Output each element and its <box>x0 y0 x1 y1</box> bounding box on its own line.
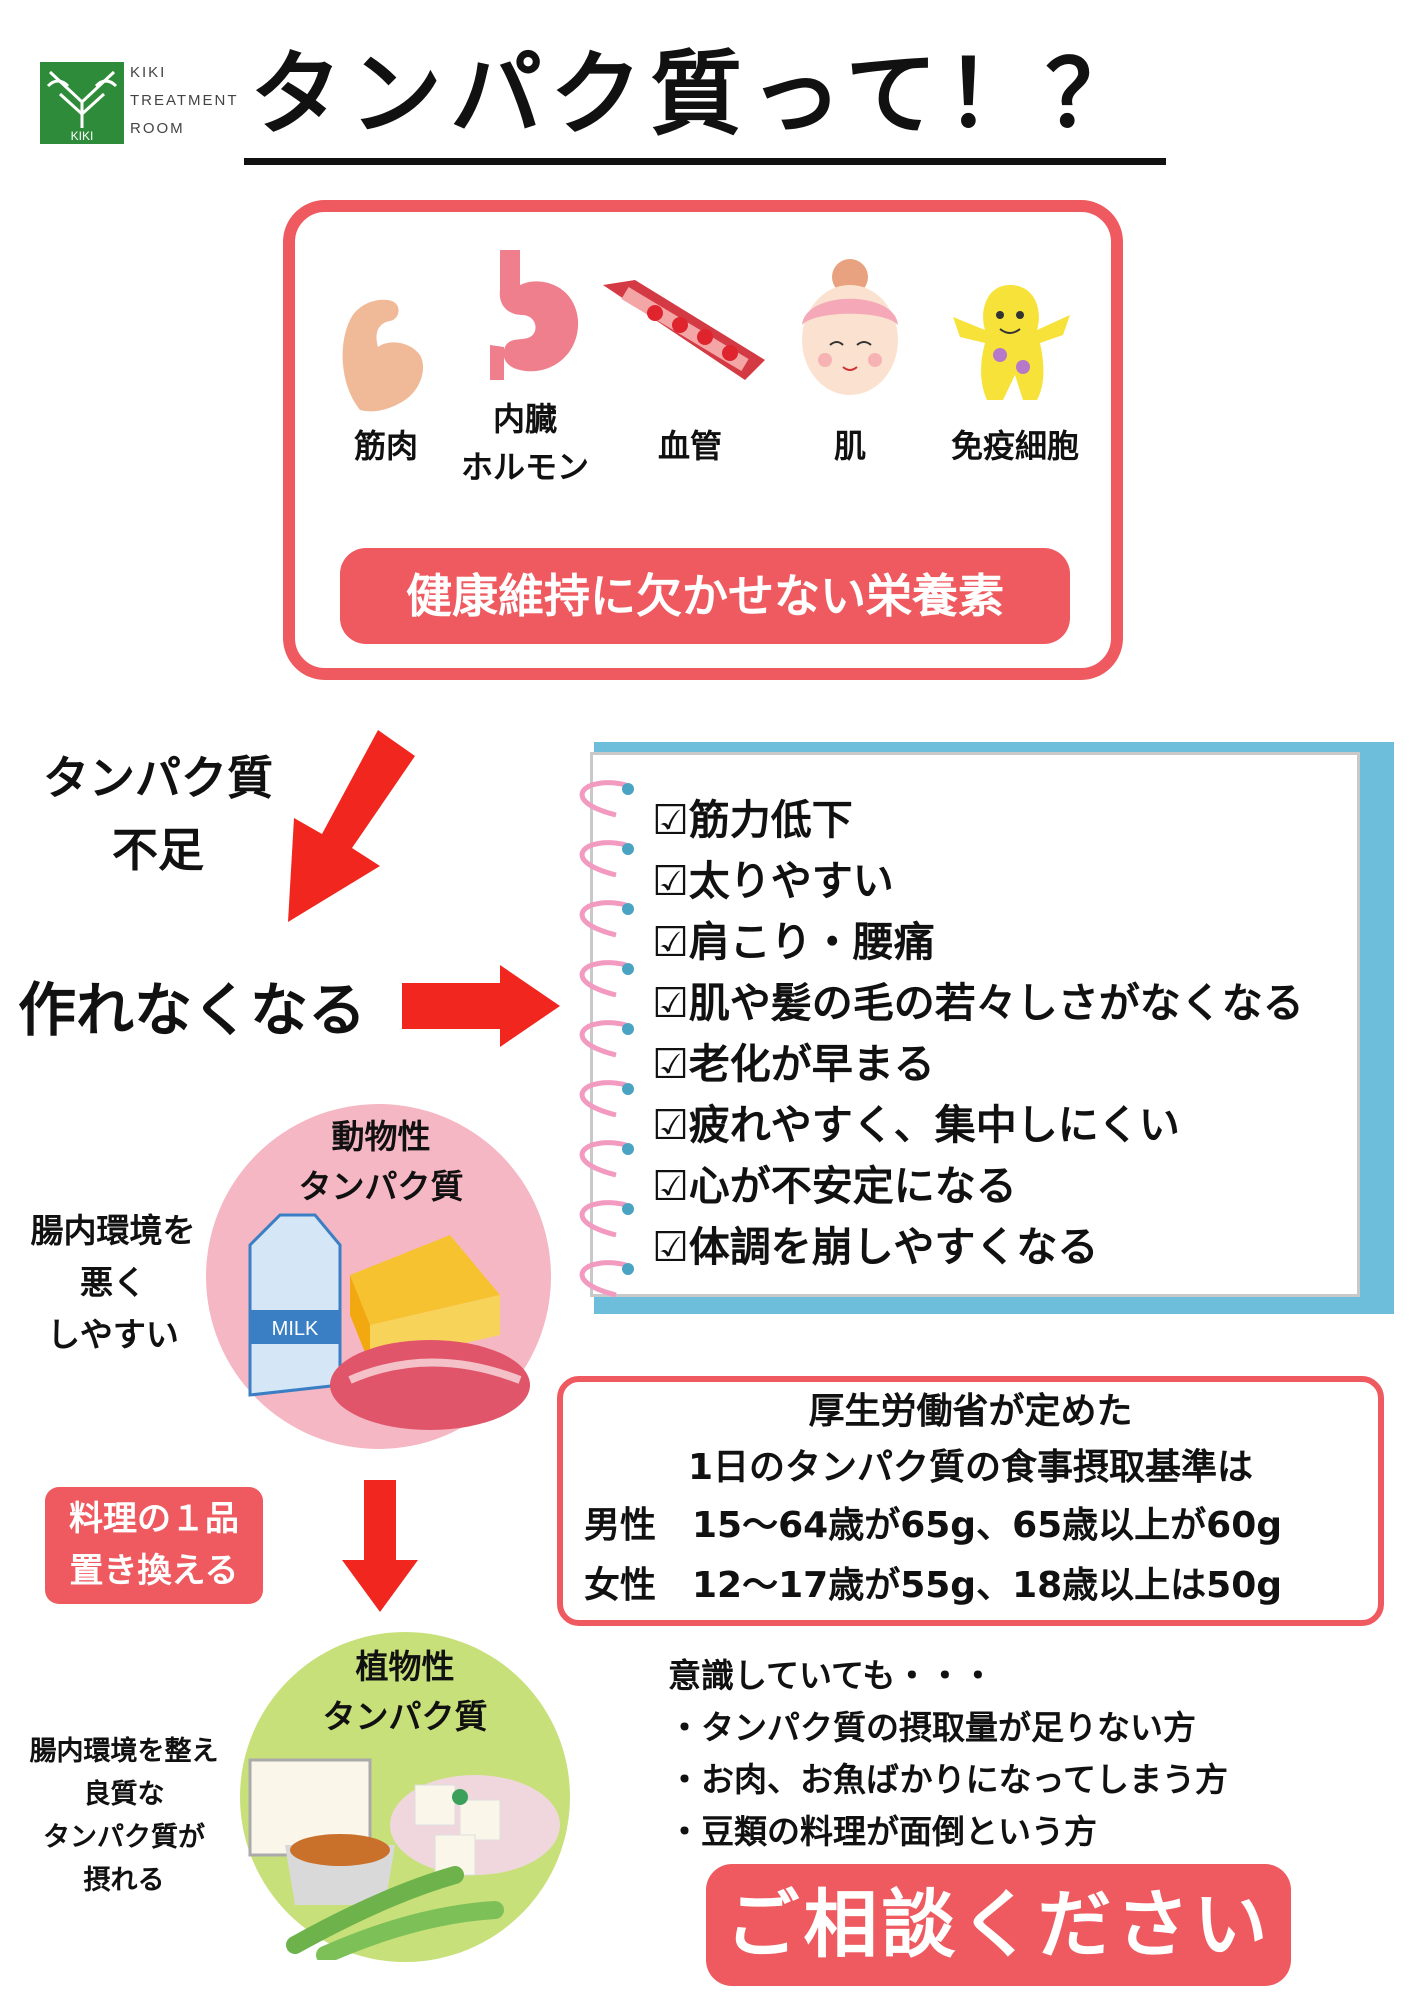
consult-banner: ご相談ください <box>706 1864 1291 1986</box>
cannot-make-label: 作れなくなる <box>18 976 367 1044</box>
organ-label-vessels: 血管 <box>657 427 722 465</box>
intake-male: 男性 15～64歳が65g、65歳以上が60g <box>584 1505 1283 1546</box>
aware-item: ・お肉、お魚ばかりになってしまう方 <box>668 1760 1229 1799</box>
checklist-item: ☑太りやすい <box>652 857 894 905</box>
symptom-checklist: ☑筋力低下 ☑太りやすい ☑肩こり・腰痛 ☑肌や髪の毛の若々しさがなくなる ☑老… <box>652 790 1372 1278</box>
plant-protein-note: 腸内環境を整え 良質な タンパク質が 摂れる <box>29 1736 219 1896</box>
plant-protein-label: 植物性 タンパク質 <box>322 1647 488 1736</box>
animal-protein-label: 動物性 タンパク質 <box>298 1117 464 1206</box>
logo: KIKI KIKI TREATMENT ROOM <box>40 58 260 146</box>
checklist-item: ☑老化が早まる <box>652 1040 935 1088</box>
svg-text:KIKI: KIKI <box>71 129 94 143</box>
aware-section: 意識していても・・・ ・タンパク質の摂取量が足りない方 ・お肉、お魚ばかりになっ… <box>668 1650 1368 1858</box>
skin-face-icon <box>802 259 898 395</box>
organ-label-muscle: 筋肉 <box>353 427 418 465</box>
checklist-item: ☑疲れやすく、集中しにくい <box>652 1101 1180 1149</box>
right-arrow-icon <box>402 965 560 1047</box>
aware-item: ・豆類の料理が面倒という方 <box>668 1812 1097 1851</box>
intake-standard-box <box>557 1376 1384 1626</box>
immune-cell-icon <box>953 285 1070 400</box>
logo-text-1: KIKI <box>130 64 167 81</box>
animal-protein-note: 腸内環境を 悪く しやすい <box>30 1211 196 1354</box>
logo-text-2: TREATMENT <box>130 92 239 109</box>
down-left-arrow-icon <box>288 730 415 922</box>
organ-label-organs: 内臓 ホルモン <box>460 400 589 486</box>
intake-female: 女性 12～17歳が55g、18歳以上は50g <box>584 1565 1283 1606</box>
organ-label-immune: 免疫細胞 <box>950 427 1079 465</box>
organ-label-skin: 肌 <box>833 427 866 465</box>
svg-text:MILK: MILK <box>272 1318 319 1340</box>
animal-food-icon: MILK <box>248 1213 530 1430</box>
muscle-icon <box>342 299 424 412</box>
checklist-item: ☑肩こり・腰痛 <box>652 918 935 966</box>
stomach-icon <box>490 250 579 380</box>
plant-food-icon <box>248 1758 560 1960</box>
checklist-item: ☑体調を崩しやすくなる <box>652 1223 1099 1271</box>
logo-mark-icon: KIKI <box>40 62 124 144</box>
checklist-item: ☑筋力低下 <box>652 796 853 844</box>
intake-line-1: 厚生労働省が定めた <box>808 1391 1133 1432</box>
replace-one-dish-badge: 料理の１品 置き換える <box>45 1487 263 1604</box>
essential-nutrient-banner: 健康維持に欠かせない栄養素 <box>340 548 1070 644</box>
notebook-spiral-icon <box>579 780 634 1298</box>
protein-shortage-label: タンパク質 不足 <box>43 751 273 877</box>
protein-roles-box <box>283 200 1123 680</box>
title-underline <box>244 158 1166 165</box>
aware-heading: 意識していても・・・ <box>668 1656 995 1695</box>
aware-item: ・タンパク質の摂取量が足りない方 <box>668 1708 1196 1747</box>
checklist-item: ☑肌や髪の毛の若々しさがなくなる <box>652 979 1304 1027</box>
down-arrow-icon <box>342 1480 418 1612</box>
intake-line-2: 1日のタンパク質の食事摂取基準は <box>687 1447 1254 1488</box>
notebook-page <box>590 752 1360 1297</box>
checklist-item: ☑心が不安定になる <box>652 1162 1017 1210</box>
blood-vessel-icon <box>603 280 765 380</box>
page-title: タンパク質って！？ <box>250 41 1146 148</box>
logo-text-3: ROOM <box>130 120 185 137</box>
